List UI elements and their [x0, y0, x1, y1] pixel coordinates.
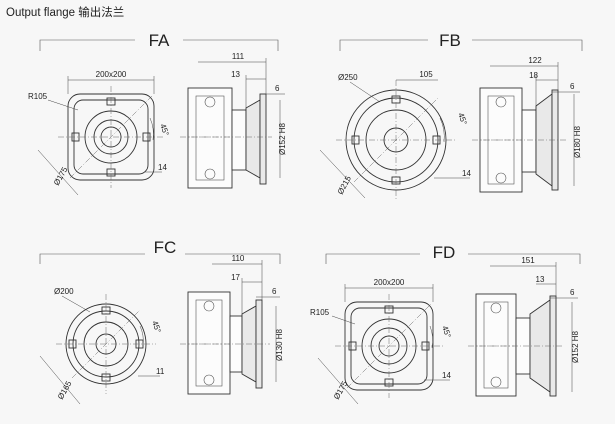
front-view-fc: Ø200 45° 11 Ø165 — [39, 287, 165, 405]
dim-thickness-fd: 13 — [536, 275, 545, 284]
dim-total-fa: 111 — [232, 52, 245, 61]
dim-lip-fc: 6 — [272, 287, 277, 296]
dim-lip-fb: 6 — [570, 82, 575, 91]
dim-slot-fa: 14 — [158, 163, 167, 172]
dim-thickness-fa: 13 — [231, 70, 240, 79]
dim-bore-fb: Ø180 H8 — [573, 125, 582, 158]
dim-radius-fd: R105 — [310, 308, 330, 317]
dim-half-fb: 105 — [419, 70, 433, 79]
dim-bore-fa: Ø152 H8 — [278, 122, 287, 155]
dim-outer-fb: Ø250 — [338, 73, 358, 82]
dim-radius-fa: R105 — [28, 92, 48, 101]
dim-slot-fc: 11 — [156, 367, 165, 376]
dim-angle-fd: 45° — [440, 325, 453, 339]
view-label-fc: FC — [154, 238, 177, 257]
dim-lip-fd: 6 — [570, 288, 575, 297]
side-view-fb: 122 18 6 Ø180 H8 — [472, 56, 582, 193]
view-fc: FC Ø200 45° 11 Ø165 — [39, 238, 284, 405]
dim-pcd-fc: Ø165 — [56, 379, 74, 401]
dim-slot-fb: 14 — [462, 169, 471, 178]
dim-bore-fd: Ø152 H8 — [571, 330, 580, 363]
dim-thickness-fc: 17 — [231, 273, 240, 282]
dim-width-fd: 200x200 — [374, 278, 405, 287]
dim-thickness-fb: 18 — [529, 71, 538, 80]
view-label-fb: FB — [439, 31, 461, 50]
view-label-fd: FD — [433, 243, 456, 262]
side-view-fc: 110 17 6 Ø130 H8 — [180, 254, 284, 395]
dim-bore-fc: Ø130 H8 — [275, 328, 284, 361]
page-title: Output flange 输出法兰 — [6, 7, 125, 19]
side-view-fd: 151 13 6 Ø152 H8 — [468, 256, 580, 397]
front-view-fa: 200x200 R105 45° 14 Ø175 — [28, 70, 171, 196]
view-fb: FB 105 Ø250 45° — [319, 31, 583, 200]
dim-outer-fc: Ø200 — [54, 287, 74, 296]
dim-width-fa: 200x200 — [96, 70, 127, 79]
dim-lip-fa: 6 — [275, 84, 280, 93]
view-fd: FD 200x200 R105 — [310, 243, 581, 405]
dim-total-fc: 110 — [232, 254, 245, 263]
dim-total-fd: 151 — [521, 256, 535, 265]
view-fa: FA 200x200 — [28, 31, 287, 196]
front-view-fd: 200x200 R105 45° 14 Ø175 — [310, 278, 453, 405]
dim-pcd-fb: Ø215 — [336, 174, 353, 196]
front-view-fb: 105 Ø250 45° 14 Ø215 — [319, 70, 471, 200]
dim-angle-fc: 45° — [150, 320, 163, 334]
dim-slot-fd: 14 — [442, 371, 451, 380]
dim-angle-fb: 45° — [456, 112, 469, 126]
dim-pcd-fd: Ø175 — [332, 379, 350, 401]
side-view-fa: 111 13 6 Ø152 H8 — [180, 52, 287, 189]
dim-total-fb: 122 — [528, 56, 542, 65]
dim-angle-fa: 45° — [158, 123, 171, 137]
view-label-fa: FA — [149, 31, 170, 50]
